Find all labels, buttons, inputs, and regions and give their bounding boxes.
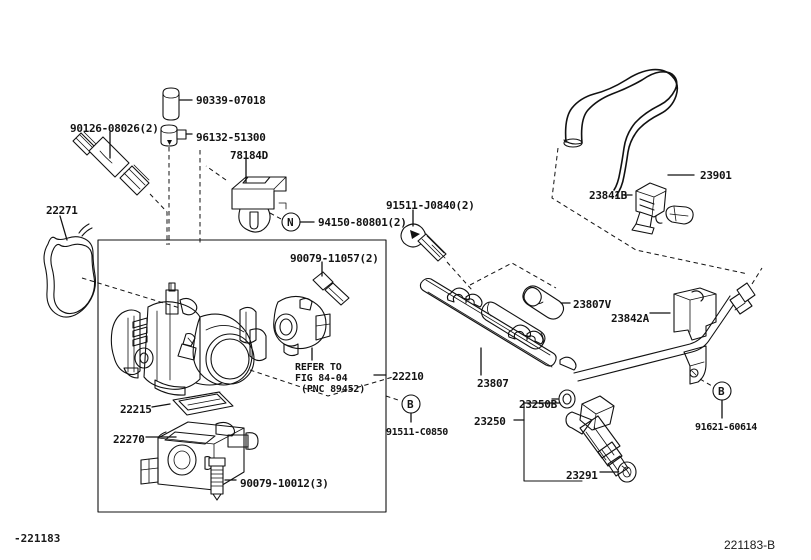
ref-mark-b-right-letter: B (718, 385, 725, 398)
part-label-91621-60614: 91621-60614 (695, 422, 757, 433)
part-label-90079-11057: 90079-11057(2) (290, 252, 379, 265)
refer-note-line-1: REFER TO (295, 362, 342, 373)
part-label-90079-10012: 90079-10012(3) (240, 477, 329, 490)
part-label-23807V: 23807V (573, 298, 611, 311)
part-23807-fuel-rail-shape (419, 277, 577, 376)
ref-mark-b-left-shape (385, 394, 421, 423)
part-label-23291: 23291 (566, 469, 598, 482)
ref-mark-n-letter: N (287, 216, 294, 229)
part-label-22270: 22270 (113, 433, 145, 446)
part-22210-throttle-body-shape (110, 282, 394, 397)
refer-to-note: REFER TO FIG 84-04 (PNC 89452) (295, 362, 365, 395)
part-23841B-shape (623, 182, 667, 235)
drawing-number-left: -221183 (14, 532, 61, 545)
refer-note-line-3: (PNC 89452) (301, 384, 366, 395)
part-label-94150-80801: 94150-80801(2) (318, 216, 407, 229)
part-label-78184D: 78184D (230, 149, 268, 162)
part-91511-J0840-shape (400, 209, 473, 291)
part-label-90126-08026: 90126-08026(2) (70, 122, 159, 135)
part-label-23901: 23901 (700, 169, 732, 182)
part-label-90339-07018: 90339-07018 (196, 94, 266, 107)
part-90126-08026-shape (72, 131, 168, 245)
part-90079-11057-shape (312, 261, 350, 306)
part-label-23842A: 23842A (611, 312, 649, 325)
part-23250-injector-shape (513, 389, 637, 483)
part-label-91511-C0850: 91511-C0850 (386, 427, 448, 438)
drawing-number-right: 221183-B (724, 538, 776, 552)
fuel-pipe-right-shape (573, 267, 763, 419)
part-label-22210: 22210 (392, 370, 424, 383)
part-23807V-shape (469, 262, 571, 320)
ref-mark-b-left-letter: B (407, 398, 414, 411)
part-23901-hose-shape (551, 68, 749, 275)
part-label-96132-51300: 96132-51300 (196, 131, 266, 144)
part-label-23807: 23807 (477, 377, 509, 390)
part-78184D-shape (199, 150, 287, 245)
part-22215-shape (151, 391, 234, 416)
part-label-23250B: 23250B (519, 398, 557, 411)
part-90339-07018-shape (162, 87, 193, 121)
part-90079-10012-shape (208, 457, 237, 501)
part-23842A-shape (649, 287, 717, 341)
part-label-23250: 23250 (474, 415, 506, 428)
part-label-22215: 22215 (120, 403, 152, 416)
part-22271-shape (43, 215, 181, 318)
refer-note-line-2: FIG 84-04 (295, 373, 348, 384)
part-label-23841B: 23841B (589, 189, 627, 202)
part-throttle-position-sensor-shape (273, 295, 331, 361)
throttle-body-group-box (97, 239, 387, 513)
part-label-91511-J0840: 91511-J0840(2) (386, 199, 475, 212)
part-label-22271: 22271 (46, 204, 78, 217)
part-96132-51300-shape (160, 124, 193, 245)
ref-mark-n-shape (269, 212, 315, 232)
